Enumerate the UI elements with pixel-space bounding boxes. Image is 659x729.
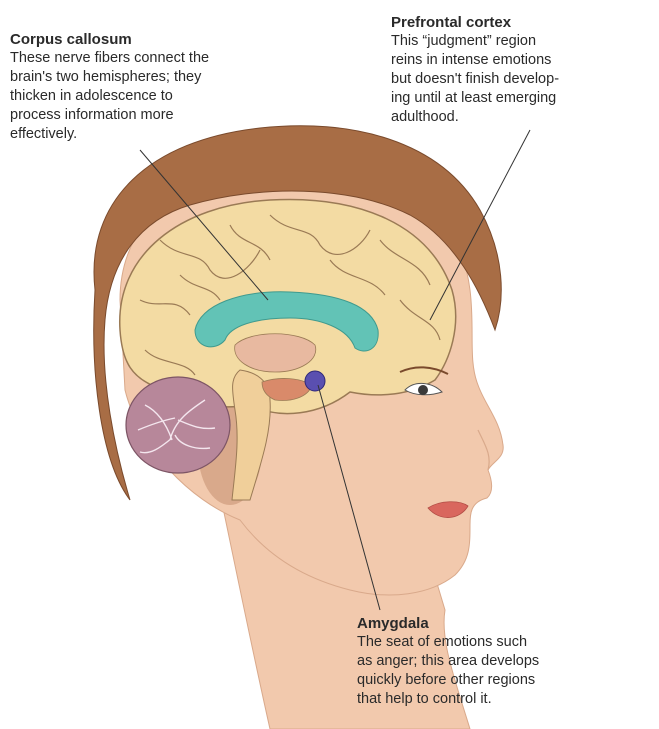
cerebellum — [126, 377, 230, 473]
amygdala-line: as anger; this area develops — [357, 652, 657, 671]
prefrontal-cortex-line: adulthood. — [391, 108, 656, 127]
prefrontal-cortex-callout: Prefrontal cortex This “judgment” region… — [391, 13, 656, 127]
prefrontal-cortex-title: Prefrontal cortex — [391, 13, 656, 32]
amygdala-callout: Amygdala The seat of emotions such as an… — [357, 614, 657, 709]
corpus-callosum-line: process information more — [10, 106, 340, 125]
prefrontal-cortex-line: This “judgment” region — [391, 32, 656, 51]
amygdala-marker — [305, 371, 325, 391]
prefrontal-cortex-line: reins in intense emotions — [391, 51, 656, 70]
corpus-callosum-title: Corpus callosum — [10, 30, 340, 49]
corpus-callosum-line: brain's two hemispheres; they — [10, 68, 340, 87]
corpus-callosum-line: effectively. — [10, 125, 340, 144]
prefrontal-cortex-line: but doesn't finish develop- — [391, 70, 656, 89]
corpus-callosum-callout: Corpus callosum These nerve fibers conne… — [10, 30, 340, 144]
corpus-callosum-line: These nerve fibers connect the — [10, 49, 340, 68]
corpus-callosum-line: thicken in adolescence to — [10, 87, 340, 106]
prefrontal-cortex-line: ing until at least emerging — [391, 89, 656, 108]
amygdala-title: Amygdala — [357, 614, 657, 633]
amygdala-line: that help to control it. — [357, 690, 657, 709]
amygdala-line: The seat of emotions such — [357, 633, 657, 652]
amygdala-line: quickly before other regions — [357, 671, 657, 690]
